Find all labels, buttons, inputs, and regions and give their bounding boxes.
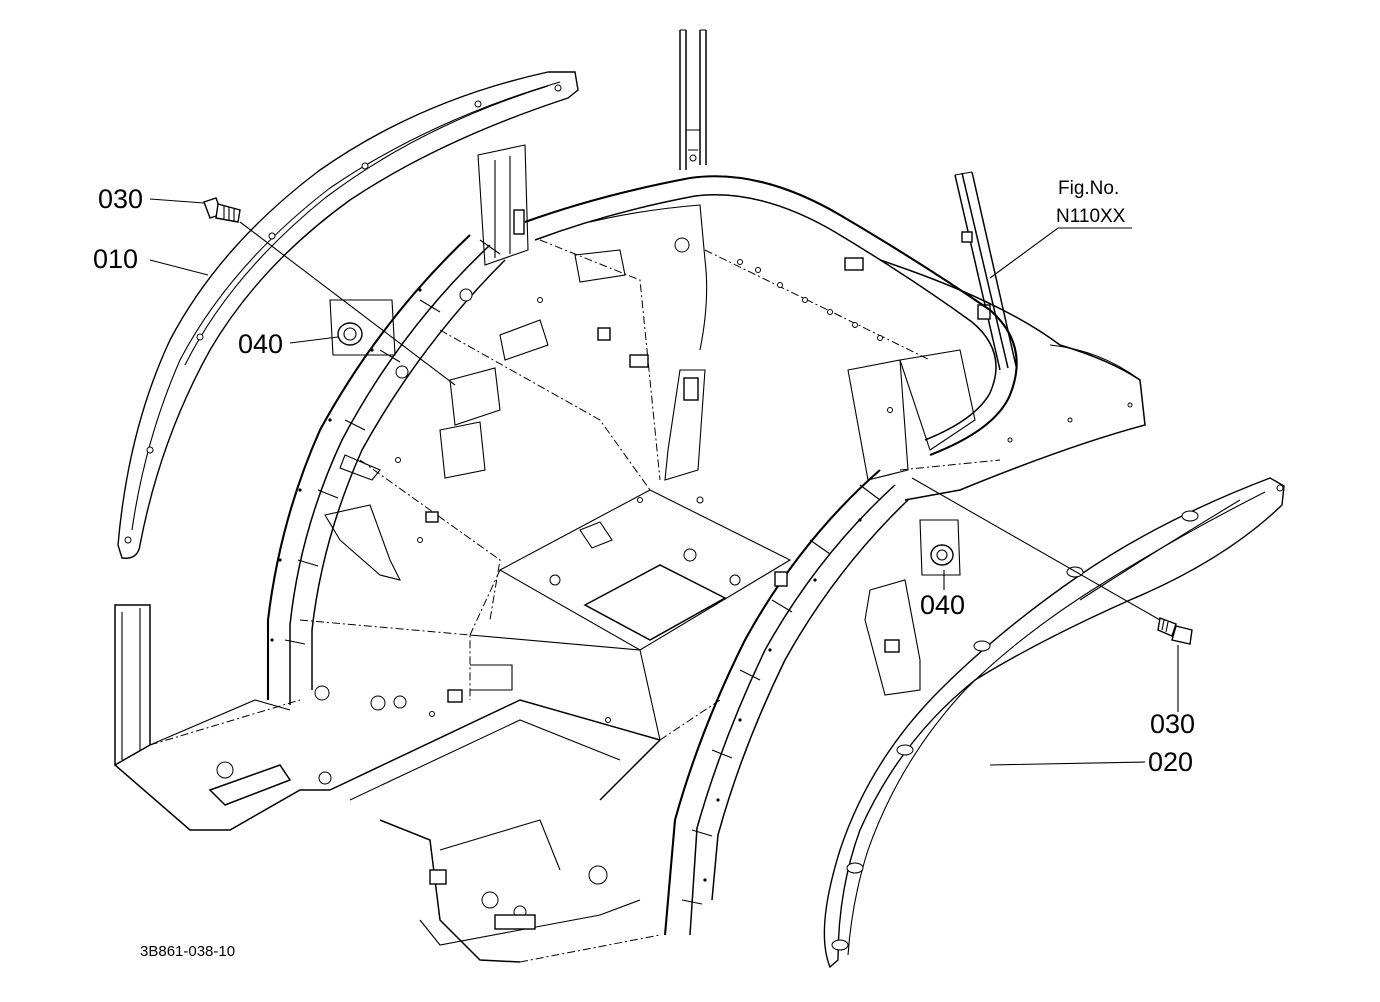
rear-post: [679, 29, 707, 170]
bolt-right-030: [1157, 617, 1193, 645]
arch-inner-panels: [299, 239, 661, 700]
callout-030-right: 030: [1150, 709, 1195, 739]
fig-label: Fig.No.: [1058, 178, 1119, 199]
outline-dashes: [149, 459, 1001, 963]
right-housing: [879, 259, 1146, 501]
cab-floor: [329, 664, 662, 963]
callout-labels: 030 010 040 040 030 020 Fig.No. N110XX 3…: [93, 178, 1195, 960]
nut-left-040: [329, 299, 396, 356]
roof-rail: [524, 175, 1018, 456]
leader-lines: [149, 198, 1179, 766]
left-wheel-arch: [266, 144, 529, 705]
callout-040-left: 040: [238, 329, 283, 359]
fender-left-010: [117, 71, 579, 559]
floor-section: [469, 369, 792, 741]
right-wheel-arch: [663, 349, 976, 936]
callout-010: 010: [93, 244, 138, 274]
nut-right-040: [919, 519, 961, 576]
callout-040-right: 040: [920, 590, 965, 620]
fig-number: N110XX: [1056, 206, 1126, 227]
cab-frame: [114, 29, 1146, 963]
right-post: [954, 171, 1017, 371]
rivets: [270, 288, 862, 882]
drawing-code: 3B861-038-10: [140, 943, 235, 960]
callout-030-left: 030: [98, 184, 143, 214]
bolt-left-030: [203, 197, 241, 223]
fender-right-020: [823, 477, 1285, 969]
left-step: [114, 604, 407, 831]
callout-020: 020: [1148, 747, 1193, 777]
